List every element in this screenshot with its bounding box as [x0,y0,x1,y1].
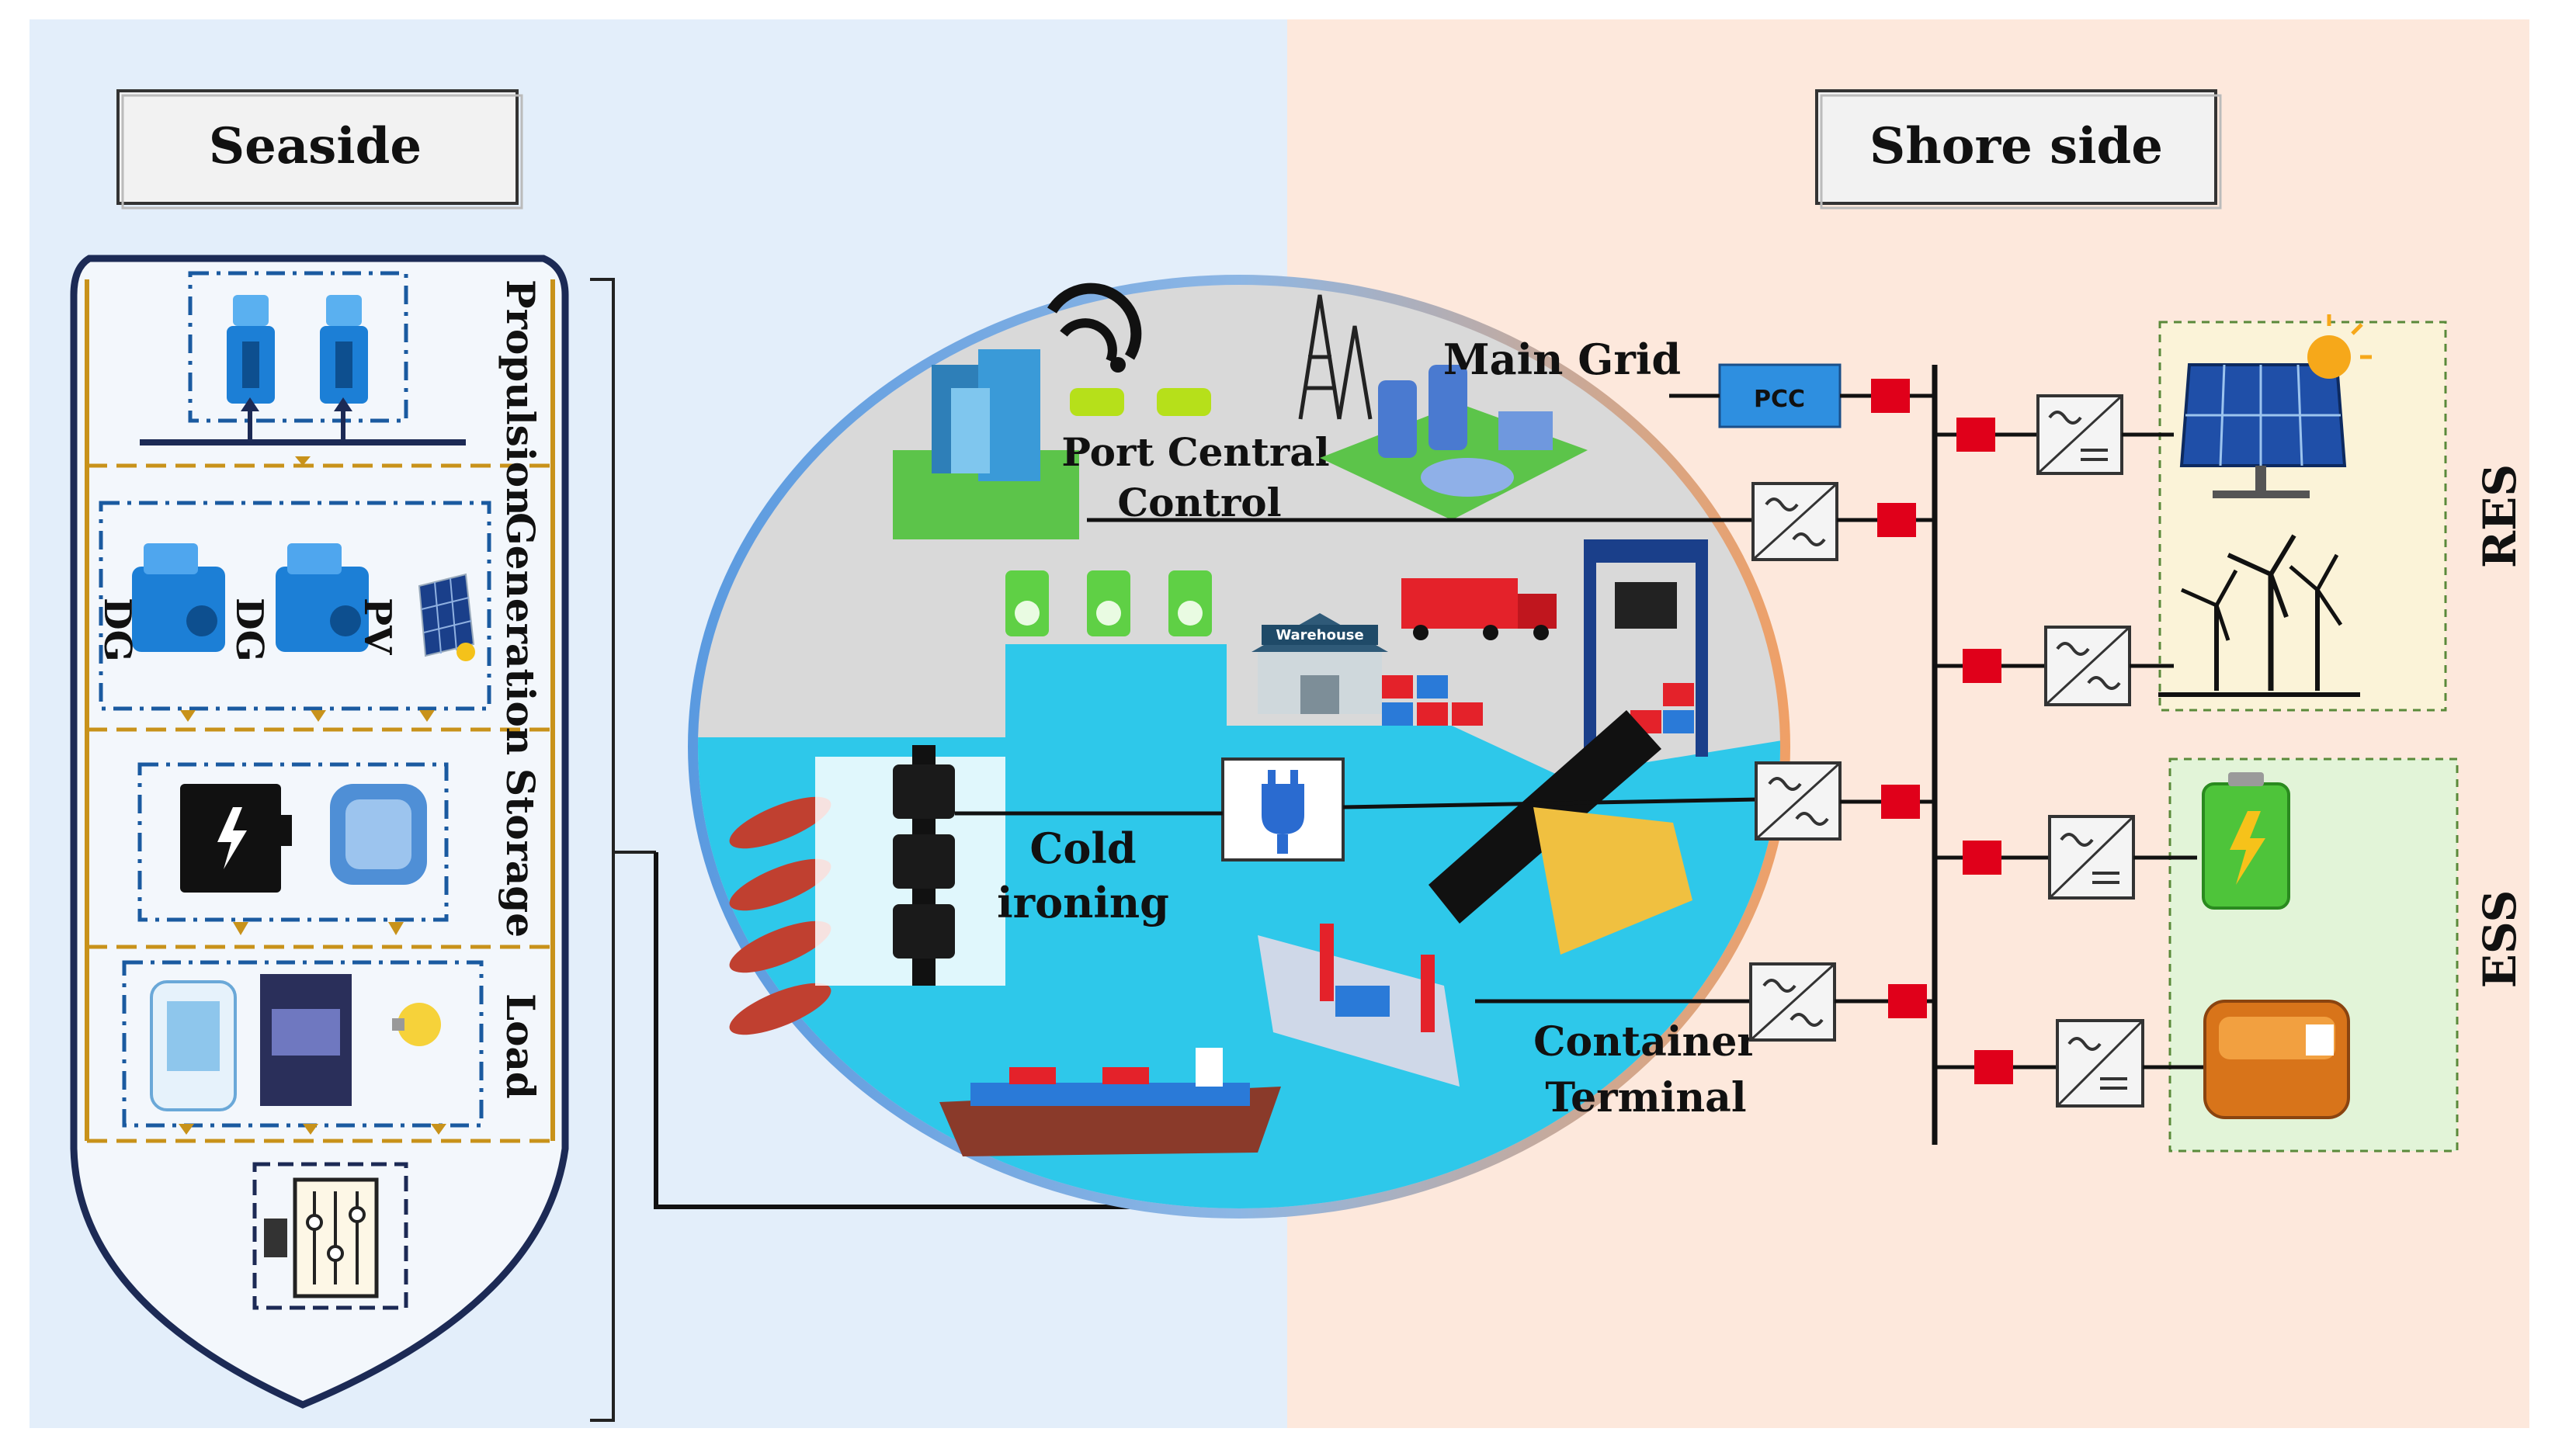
cold-ironing-ships [729,796,831,1035]
cold-ironing-label-line1: Cold [1029,823,1136,873]
container-ship-icon [939,1048,1281,1156]
gantry-crane-icon [1584,539,1708,757]
container-terminal-icon [1258,710,1692,1087]
flywheel-storage-icon [2203,1000,2350,1119]
propulsion-section: Propulsion [140,271,543,515]
pcc-label: PCC [1754,386,1805,413]
breaker-icon [1881,785,1920,819]
ess-label: ESS [2473,890,2526,989]
main-grid-plant [1298,294,1588,520]
truck-icon [1401,578,1557,640]
breaker-icon [1974,1050,2013,1084]
cold-ironing-label-line2: ironing [997,878,1169,927]
converter-icon [2036,394,2123,475]
ship-controller-icon [252,1162,408,1310]
converter-icon [1755,761,1842,841]
propulsion-motor-icon [227,295,275,404]
load-section: Load [122,960,543,1135]
converter-icon [2056,1019,2144,1108]
breaker-icon [1871,379,1910,413]
solar-panel-icon [2179,314,2372,498]
shore-power-outlets [815,745,1005,986]
load-label: Load [498,993,543,1099]
generation-label: Generation [498,512,543,755]
battery-storage-icon [2202,772,2290,910]
generation-dg2-label: DG [227,598,271,662]
ev-charger-icons [1005,570,1212,636]
converter-icon [2044,626,2131,706]
res-label: RES [2473,464,2526,568]
diesel-generator-icon [276,543,369,652]
breaker-icon [1888,984,1927,1018]
stacked-containers [1382,675,1483,726]
shore-power-plug-icon [1221,757,1345,861]
generation-section: DG DG PV Generation [95,501,543,755]
propulsion-label: Propulsion [498,279,543,515]
battery-icon [180,784,292,893]
pv-panel-icon [418,573,475,661]
onboard-service-icon [260,974,352,1106]
breaker-icon [1877,503,1916,537]
storage-label: Storage [498,768,543,938]
container-terminal-label-line2: Terminal [1545,1074,1746,1121]
generation-dg1-label: DG [95,598,139,662]
flywheel-storage-icon [330,784,427,885]
breaker-icon [1963,649,2001,683]
propulsion-motor-icon [320,295,368,404]
port-central-control-building [893,283,1142,539]
converter-icon [1749,962,1836,1042]
shore-title-box: Shore side [1815,89,2222,210]
diesel-generator-icon [132,543,225,652]
converter-icon [2048,815,2135,900]
pcc-box: PCC [1718,363,1842,428]
warehouse-label: Warehouse [1276,627,1363,643]
breaker-icon [1963,841,2001,875]
port-central-control-label-line2: Control [1117,480,1281,525]
ev-car-icons [1070,388,1211,416]
breaker-icon [1956,418,1995,452]
converter-icon [1751,482,1838,561]
shore-title: Shore side [1869,117,2163,175]
container-terminal-label-line1: Container [1533,1018,1758,1066]
hvac-unit-icon [150,980,237,1111]
port-central-control-label-line1: Port Central [1061,429,1329,475]
warehouse-icon: Warehouse [1251,613,1388,714]
storage-section: Storage [137,762,543,938]
lightbulb-icon [392,1003,441,1046]
generation-pv-label: PV [356,598,399,655]
seaside-title-box: Seaside [116,89,523,210]
seaside-title: Seaside [209,117,422,175]
wind-turbine-icon [2158,534,2360,697]
main-grid-label: Main Grid [1443,335,1681,384]
